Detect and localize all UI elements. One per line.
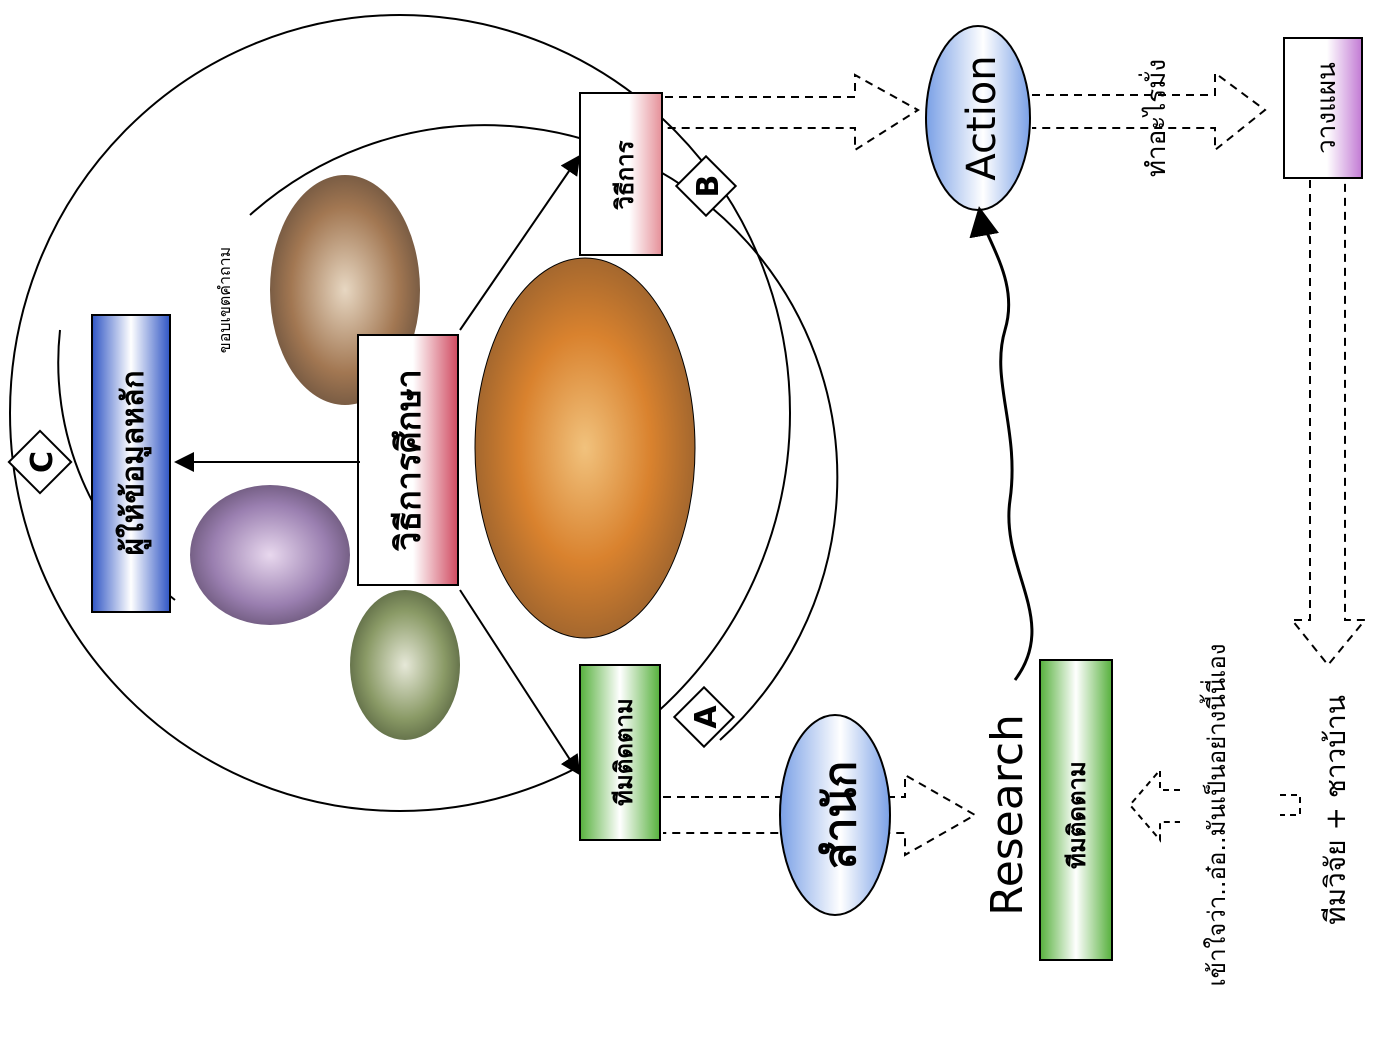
arrow-to-method bbox=[459, 154, 581, 331]
office-label: สำนัก bbox=[815, 761, 866, 869]
what-to-do-label: ทำอะไรมั่ง bbox=[1138, 59, 1172, 177]
inner-arc-right bbox=[249, 124, 839, 741]
dashed-arrow-method-to-action bbox=[665, 73, 920, 152]
center-method-box bbox=[357, 334, 459, 586]
outer-circle bbox=[9, 14, 791, 812]
key-informant-box bbox=[91, 314, 171, 613]
photo-community-gathering bbox=[190, 485, 350, 625]
marker-a: A bbox=[672, 685, 736, 749]
question-scope-label: ขอบเขตคำถาม bbox=[215, 247, 234, 353]
method-label: วิธีการ bbox=[611, 140, 639, 210]
photo-monks-meeting bbox=[474, 257, 696, 639]
marker-b: B bbox=[674, 154, 738, 218]
plan-box bbox=[1283, 37, 1363, 179]
marker-c: C bbox=[7, 429, 73, 495]
marker-c-label: C bbox=[25, 451, 60, 473]
tracking-team-label: ทีมติดตาม bbox=[610, 698, 638, 806]
dashed-arrow-plan-to-villagers bbox=[1289, 180, 1368, 667]
action-label: Action bbox=[959, 55, 1005, 180]
research-label: Research bbox=[982, 714, 1033, 916]
method-box bbox=[579, 92, 663, 256]
dashed-arrow-understand-up bbox=[1128, 767, 1180, 843]
dashed-arrow-action-to-plan bbox=[1032, 71, 1267, 153]
research-to-action-line bbox=[969, 206, 1034, 681]
marker-a-label: A bbox=[689, 705, 724, 729]
center-method-label: วิธีการศึกษา bbox=[389, 369, 429, 551]
office-oval bbox=[779, 714, 891, 916]
plan-label: วางแผน bbox=[1312, 62, 1342, 154]
dashed-arrow-tracking-to-research bbox=[663, 773, 978, 857]
research-team-box bbox=[1039, 659, 1113, 961]
photo-field-work bbox=[350, 590, 460, 740]
key-informant-label: ผู้ให้ข้อมูลหลัก bbox=[115, 370, 152, 555]
research-team-villagers-label: ทีมวิจัย + ชาวบ้าน bbox=[1319, 695, 1352, 925]
dashed-arrow-villagers-up bbox=[1280, 794, 1301, 816]
marker-b-label: B bbox=[691, 175, 726, 198]
understand-note-label: เข้าใจว่า..อ๋อ..มันเป็นอย่างนี้นี่เอง bbox=[1199, 643, 1231, 986]
arrow-to-tracking-team bbox=[459, 589, 581, 776]
tracking-team-box bbox=[579, 664, 661, 841]
research-team-box-label: ทีมติดตาม bbox=[1063, 761, 1091, 869]
